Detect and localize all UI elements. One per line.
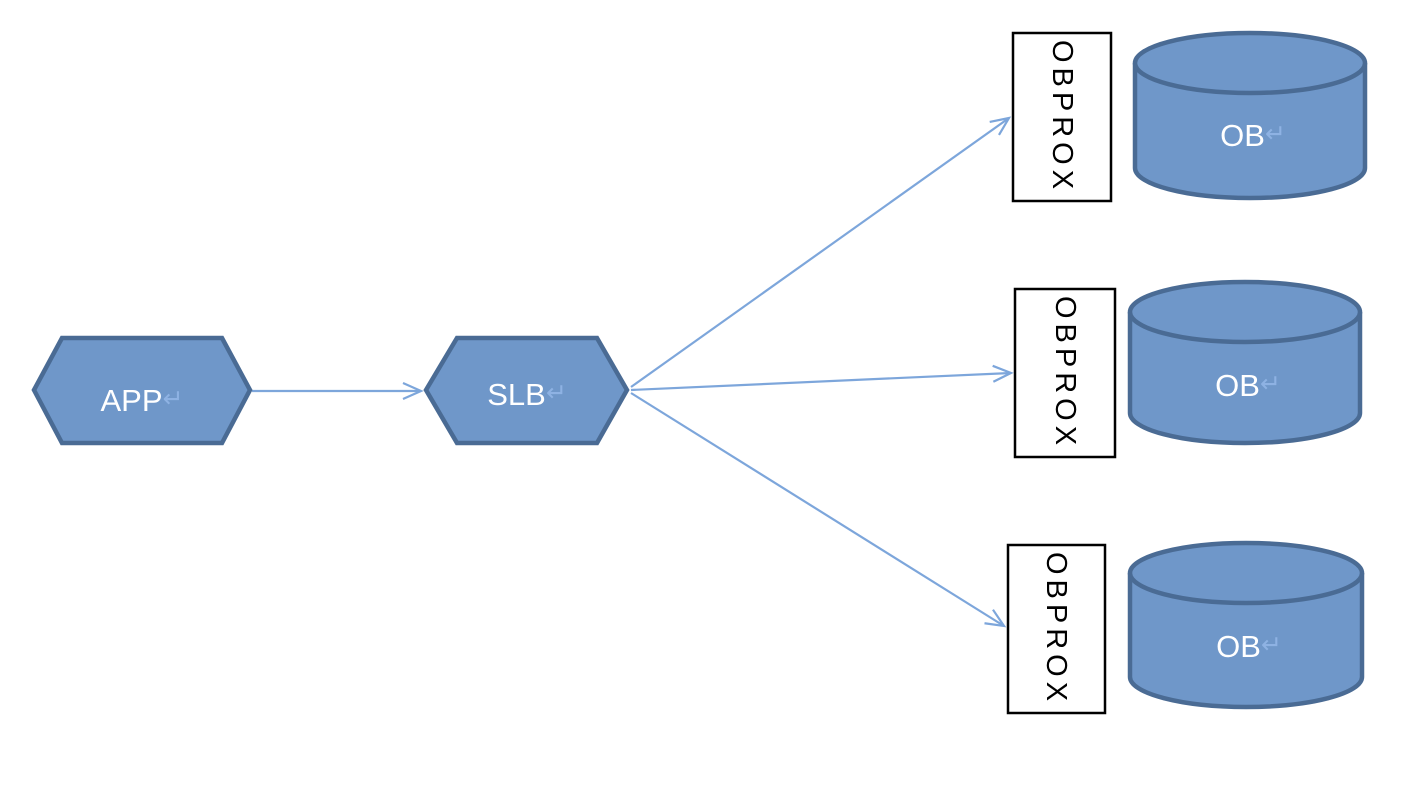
app-label: APP↵ [101, 383, 184, 418]
ob-database-3: OB↵ [1127, 540, 1365, 710]
obprox-node-3: OBPROX [1006, 543, 1107, 715]
cylinder-top [1132, 30, 1368, 96]
obprox-label: OBPROX [1049, 296, 1081, 450]
ob-label: OB↵ [1215, 368, 1281, 403]
obprox-node-2: OBPROX [1013, 287, 1117, 459]
edge-slb-to-obprox-1 [630, 116, 1012, 388]
return-mark-icon: ↵ [546, 378, 567, 407]
ob-label-text: OB [1215, 368, 1260, 403]
cylinder-body [1127, 573, 1365, 710]
ob-database-1: OB↵ [1132, 30, 1368, 201]
obprox-label: OBPROX [1040, 552, 1072, 706]
slb-hexagon-shape [423, 335, 630, 446]
ob-label-text: OB [1220, 118, 1265, 153]
slb-label-text: SLB [487, 377, 546, 412]
return-mark-icon: ↵ [163, 384, 184, 413]
cylinder-top [1127, 279, 1363, 345]
obprox-box-shape [1006, 543, 1107, 715]
edge-slb-to-obprox-2 [630, 364, 1014, 392]
ob-database-2: OB↵ [1127, 279, 1363, 446]
edge-slb-to-obprox-3 [630, 392, 1007, 628]
slb-label: SLB↵ [487, 377, 567, 412]
app-hexagon-shape [31, 335, 253, 446]
return-mark-icon: ↵ [1260, 369, 1281, 398]
ob-label-text: OB [1216, 629, 1261, 664]
obprox-node-1: OBPROX [1011, 31, 1113, 203]
return-mark-icon: ↵ [1261, 630, 1282, 659]
obprox-label: OBPROX [1046, 40, 1078, 194]
return-mark-icon: ↵ [1265, 119, 1286, 148]
cylinder-top [1127, 540, 1365, 606]
obprox-box-shape [1011, 31, 1113, 203]
slb-node: SLB↵ [423, 335, 630, 446]
app-label-text: APP [101, 383, 163, 418]
ob-label: OB↵ [1216, 629, 1282, 664]
ob-label: OB↵ [1220, 118, 1286, 153]
cylinder-body [1127, 312, 1363, 446]
obprox-box-shape [1013, 287, 1117, 459]
app-node: APP↵ [31, 335, 253, 446]
cylinder-body [1132, 63, 1368, 201]
